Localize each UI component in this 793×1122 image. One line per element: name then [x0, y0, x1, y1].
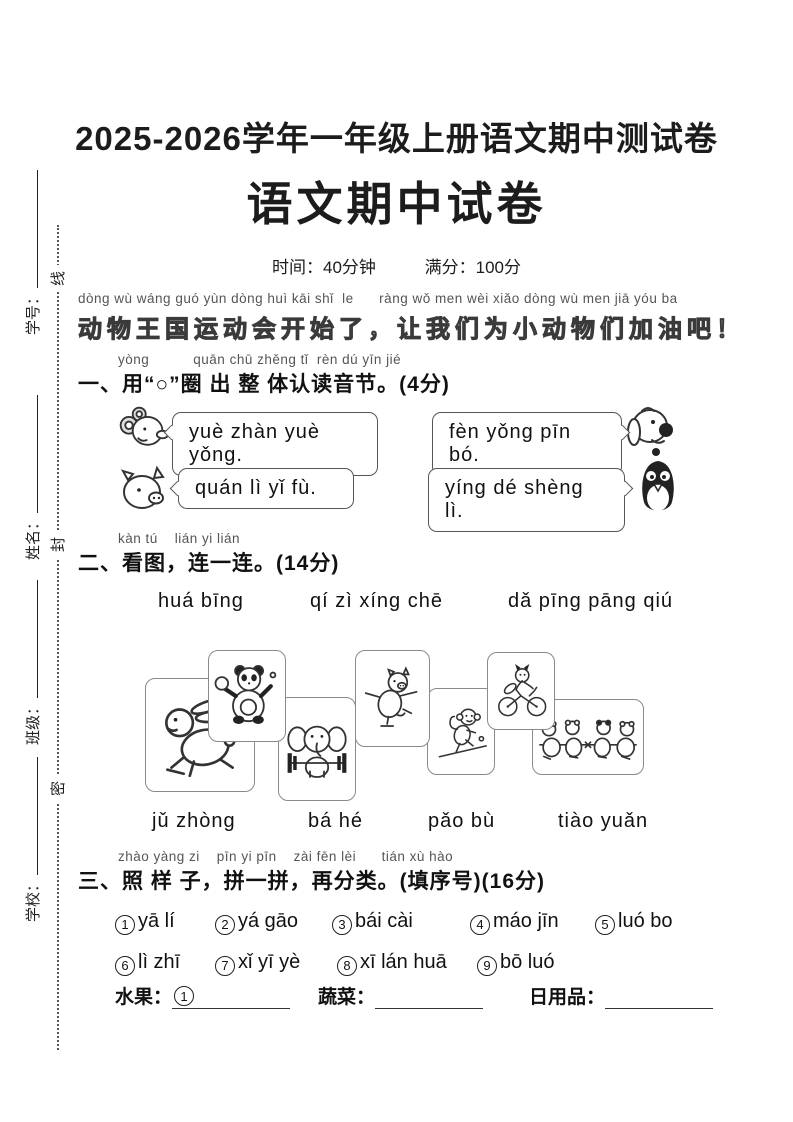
elephant-weightlifting-image: [278, 697, 356, 801]
speech-bubble-dog: fèn yǒng pīn bó.: [432, 412, 631, 476]
vegetable-label: 蔬菜：: [318, 987, 376, 1008]
word-pao-bu: pǎo bù: [428, 810, 496, 832]
paper-title: 语文期中试卷: [246, 178, 547, 230]
pig-ice-skating-image: [355, 650, 430, 747]
answer-vegetable: 蔬菜：: [318, 982, 484, 1009]
penguin-icon: [642, 460, 674, 511]
intro-sentence: 动物王国运动会开始了，让我们为小动物们加油吧！: [78, 316, 745, 344]
section3-pinyin: zhào yàng zi pīn yi pīn zài fēn lèi tián…: [118, 849, 454, 864]
panda-table-tennis-image: [208, 650, 286, 742]
time-limit: 时间：40分钟: [271, 258, 376, 277]
monkey-running-image: [427, 688, 495, 775]
word-ba-he: bá hé: [308, 810, 364, 832]
student-name-blank: [24, 394, 38, 513]
answer-fruit: 水果： 1: [115, 982, 291, 1009]
fruit-label: 水果：: [115, 987, 173, 1008]
fruit-answer-blank: 1: [172, 985, 291, 1009]
word-da-ping-pang-qiu: dǎ pīng pāng qiú: [508, 590, 674, 612]
word-tiao-yuan: tiào yuǎn: [558, 810, 649, 832]
exam-meta: 时间：40分钟 满分：100分: [0, 253, 793, 278]
intro-pinyin: dòng wù wáng guó yùn dòng huì kāi shǐ le…: [78, 291, 678, 306]
school-field: 学校：: [22, 756, 43, 922]
speech-bubble-penguin: yíng dé shèng lì.: [428, 468, 634, 532]
daily-goods-label: 日用品：: [529, 987, 606, 1008]
bubble-tail: [169, 480, 186, 497]
seal-dotted-line: [57, 225, 59, 1050]
ram-icon: [119, 406, 169, 446]
class-field: 班级：: [22, 579, 43, 745]
fox-cycling-image: [487, 652, 555, 730]
seal-char-mi: 密: [47, 774, 68, 802]
exam-title: 2025-2026学年一年级上册语文期中测试卷: [75, 120, 718, 157]
full-score: 满分：100分: [424, 258, 522, 277]
dog-icon: [627, 407, 673, 456]
section3-title: 三、照 样 子，拼一拼，再分类。(填序号)(16分): [78, 870, 545, 893]
daily-goods-answer-blank: [605, 985, 714, 1009]
class-blank: [24, 579, 38, 698]
student-name-field: 姓名：: [22, 394, 43, 560]
pig-icon: [120, 465, 165, 509]
student-name-label: 姓名：: [25, 514, 42, 560]
school-blank: [24, 756, 38, 875]
class-label: 班级：: [25, 699, 42, 745]
student-number-label: 学号：: [25, 289, 42, 335]
seal-char-feng: 封: [47, 530, 68, 558]
word-qi-zi-xing-che: qí zì xíng chē: [310, 590, 443, 612]
school-label: 学校：: [25, 876, 42, 922]
vegetable-answer-blank: [375, 985, 484, 1009]
section2-pinyin: kàn tú lián yi lián: [118, 531, 241, 546]
word-hua-bing: huá bīng: [158, 590, 244, 612]
speech-bubble-ram: yuè zhàn yuè yǒng.: [163, 412, 378, 476]
section1-title: 一、用“○”圈 出 整 体认读音节。(4分): [78, 373, 450, 396]
word-ju-zhong: jǔ zhòng: [152, 810, 236, 832]
answer-daily-goods: 日用品：: [529, 982, 714, 1009]
bubble-tail: [617, 480, 634, 497]
example-circled-number: 1: [174, 986, 195, 1006]
speech-bubble-pig: quán lì yǐ fù.: [169, 468, 354, 509]
section2-title: 二、看图，连一连。(14分): [78, 552, 340, 575]
